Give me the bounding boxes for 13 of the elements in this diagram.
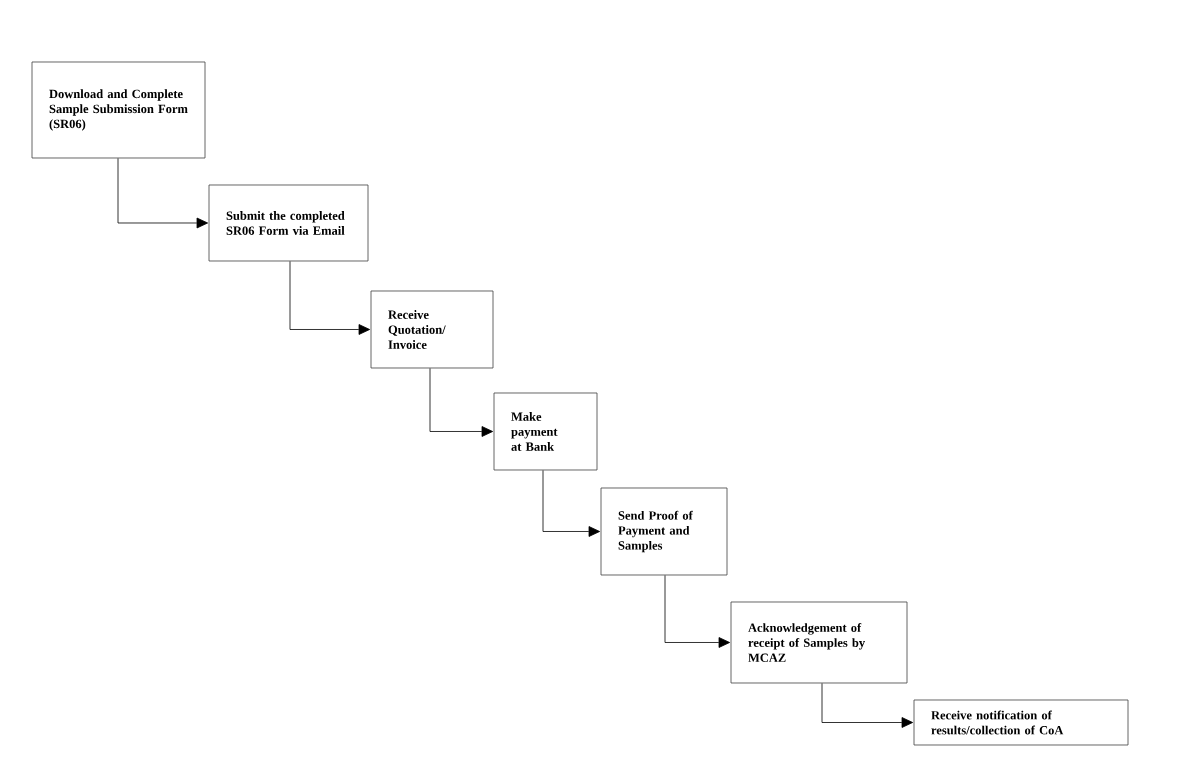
process-box: Send Proof of Payment and Samples [600, 487, 728, 576]
process-box: Receive notification of results/collection of CoA [913, 699, 1129, 746]
process-box: Acknowledgement of receipt of Samples by MCAZ [730, 601, 908, 684]
arrow [117, 158, 209, 229]
arrow [821, 683, 914, 728]
process-box: Submit the completed SR06 Form via Email [208, 184, 369, 262]
arrow [664, 575, 731, 648]
arrow [542, 470, 601, 537]
process-box: Make payment at Bank [493, 392, 598, 471]
arrow [429, 368, 494, 437]
process-box: Receive Quotation/ Invoice [370, 290, 494, 369]
arrow [289, 261, 371, 335]
process-box: Download and Complete Sample Submission Form (SR06) [31, 61, 206, 159]
